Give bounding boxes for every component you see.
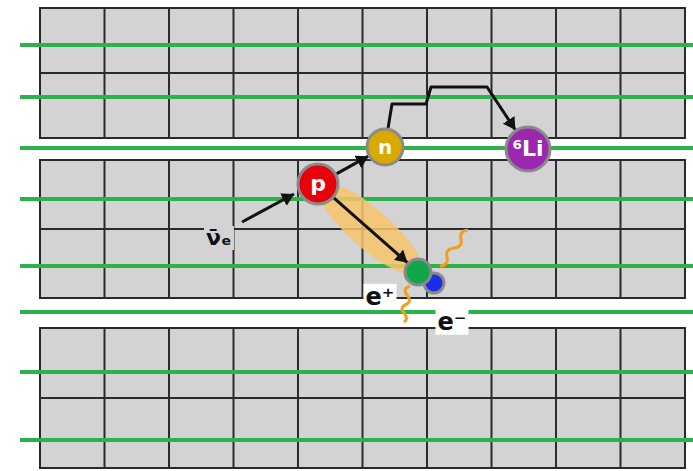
particle-circle: e⁺ — [403, 257, 433, 287]
particle-circle: n — [365, 127, 405, 167]
particle-label: n — [378, 136, 392, 158]
neutrino-arrow — [242, 194, 294, 222]
particle-disc — [506, 127, 550, 171]
particle-label: ⁶Li — [512, 137, 543, 161]
green-wires — [20, 45, 693, 440]
particle-circle: p — [296, 162, 340, 206]
particle-disc — [405, 259, 431, 285]
particle-label: e⁺ — [364, 284, 397, 310]
particle-disc — [367, 129, 403, 165]
cell-grid — [40, 160, 685, 298]
particle-track — [388, 87, 515, 130]
particle-shape — [403, 257, 433, 287]
gamma-wave — [402, 286, 410, 322]
neutrino-label: ν̄ₑ — [204, 226, 234, 250]
particle-track — [336, 156, 368, 174]
gamma-wave — [440, 230, 468, 266]
particle-disc — [298, 164, 338, 204]
particle-circle: ⁶Li — [504, 125, 552, 173]
particle-label: e⁻ — [436, 309, 469, 335]
particle-label: p — [310, 172, 326, 196]
particle-disc — [424, 273, 444, 293]
particle-track — [334, 198, 408, 263]
cell-grid — [40, 8, 685, 138]
cell-grid — [40, 328, 685, 468]
